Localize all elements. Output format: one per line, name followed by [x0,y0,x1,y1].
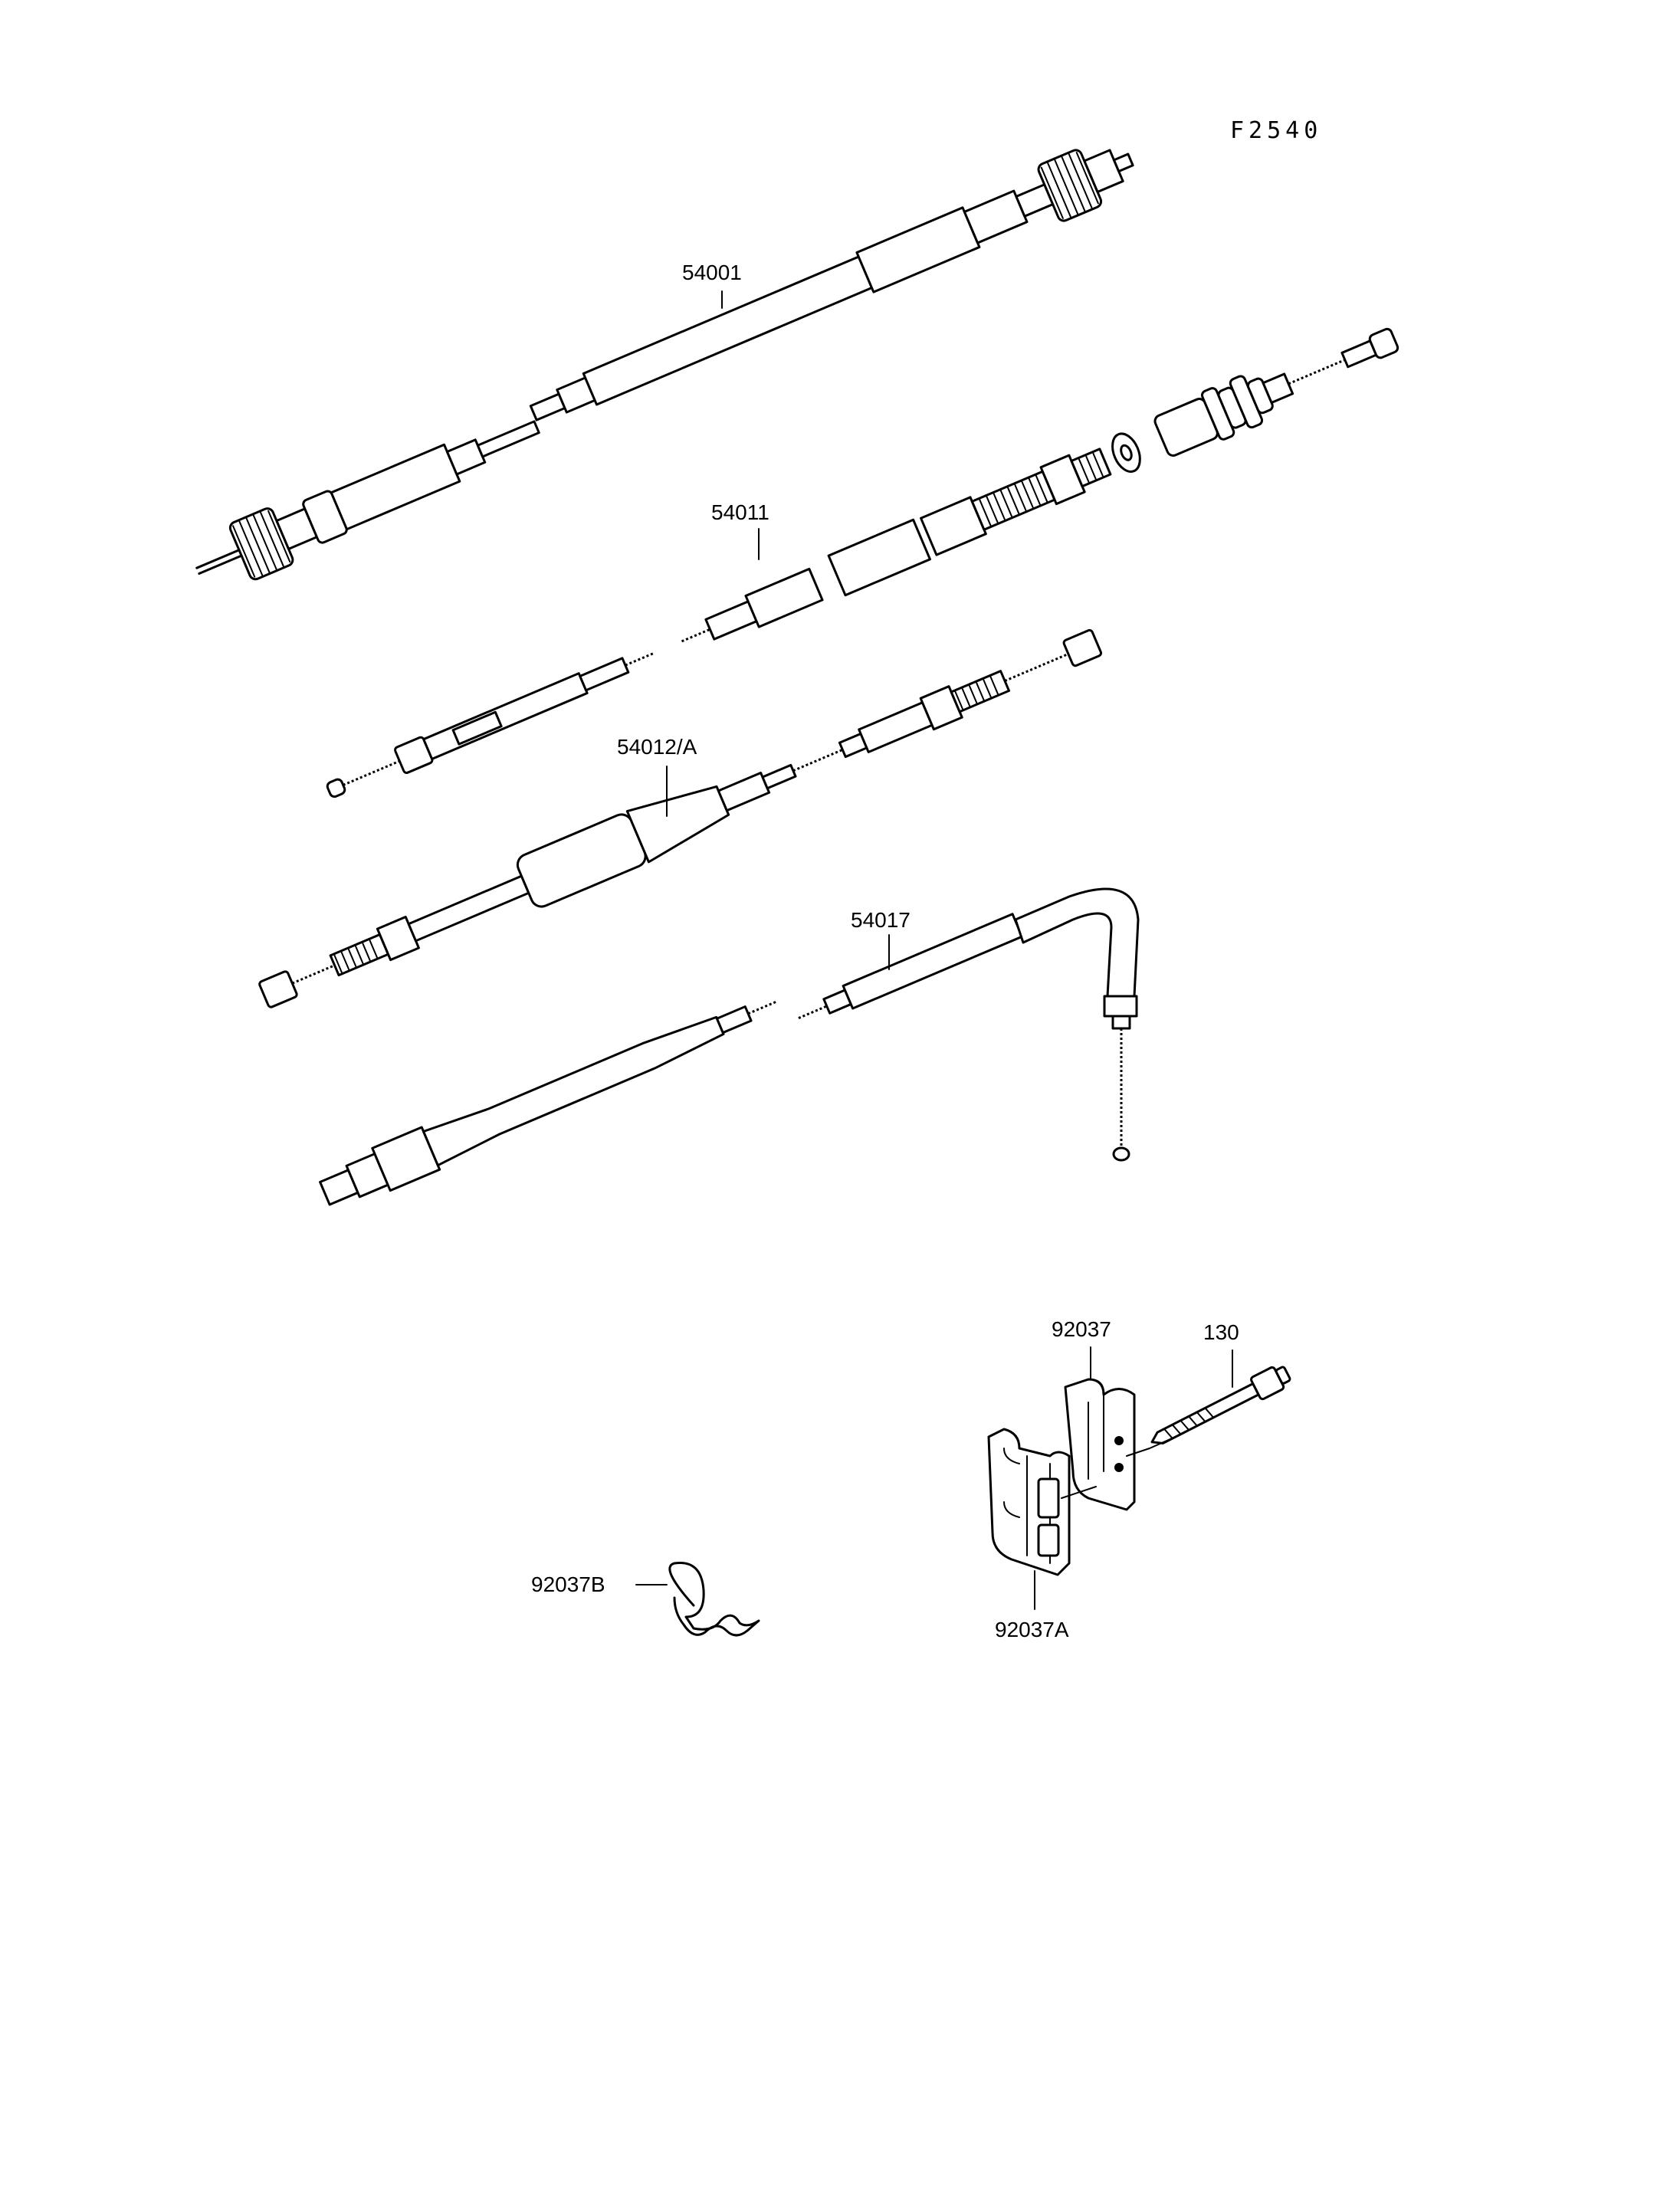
figure-code: F2540 [1230,117,1322,144]
label-54001: 54001 [682,261,742,284]
clutch-adjuster-drawing [326,327,1399,798]
cable-clamp-assembly [987,1346,1291,1610]
label-92037b: 92037B [531,1572,605,1596]
label-54017: 54017 [851,908,911,932]
label-92037: 92037 [1052,1317,1111,1341]
label-92037a: 92037A [995,1618,1069,1641]
speedometer-cable-drawing [195,149,1134,581]
label-54012-a: 54012/A [617,735,697,759]
label-54011: 54011 [711,500,769,524]
clutch-cable-drawing [258,628,1103,1008]
cable-clip-drawing [635,1561,760,1637]
label-130: 130 [1203,1320,1239,1344]
choke-cable-drawing [319,887,1140,1206]
